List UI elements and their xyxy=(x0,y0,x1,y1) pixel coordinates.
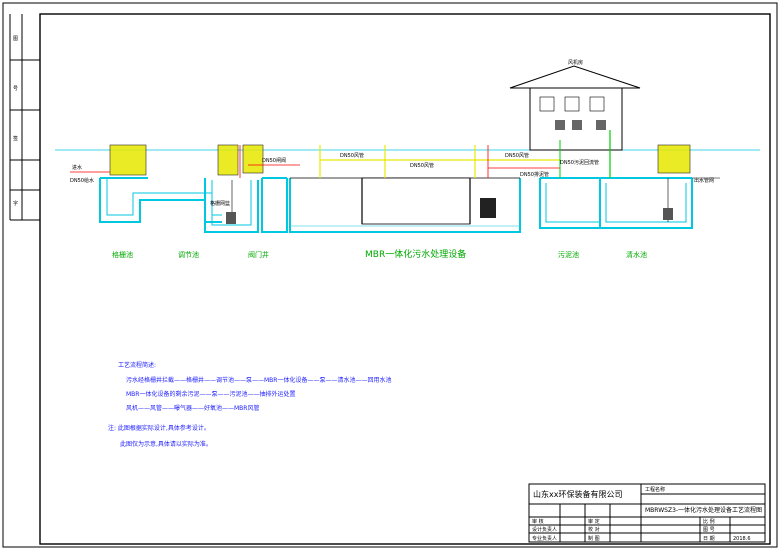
tb-r2-c: 校 对 xyxy=(588,526,600,533)
tb-r3-c: 制 图 xyxy=(588,535,600,542)
equalization-tank xyxy=(204,144,259,233)
grid-tank-label: 格栅池 xyxy=(112,250,133,259)
strip-label-1: 图 xyxy=(13,36,18,42)
tb-r2-a: 设计负责人 xyxy=(532,526,557,533)
inlet-label: 进水 xyxy=(72,164,82,171)
mbr-unit-label: MBR一体化污水处理设备 xyxy=(365,248,466,260)
return-pipe-label: DN50污泥回流管 xyxy=(560,159,599,166)
clear-water-tank-label: 清水池 xyxy=(626,250,647,259)
tb-r3-e: 日 期 xyxy=(703,536,715,542)
remarks-line-2: 此图仅为示意,具体请以实际为准。 xyxy=(120,440,212,448)
binding-strip: 图 号 签 字 xyxy=(9,14,40,221)
strip-label-2: 号 xyxy=(13,86,18,92)
clear-water-tank xyxy=(599,144,693,229)
sludge-tank-label: 污泥池 xyxy=(558,250,579,259)
process-notes-title: 工艺流程简述: xyxy=(118,361,156,369)
air-pipe-label-1: DN50风管 xyxy=(340,152,364,159)
tb-r1-e: 比 例 xyxy=(703,518,715,525)
machine-room: 风机房 xyxy=(509,59,641,151)
process-notes-line-1: 污水经格栅井拦截——格栅井——调节池——泵——MBR一体化设备——泵——清水池—… xyxy=(126,376,391,384)
strip-label-4: 字 xyxy=(13,200,18,207)
air-pipe-label-2: DN50风管 xyxy=(410,162,434,169)
mbr-unit xyxy=(289,177,521,233)
sludge-pipe-label: DN50排泥管 xyxy=(520,171,549,178)
process-notes-line-3: 风机——风管——曝气器——好氧池——MBR风管 xyxy=(126,404,259,412)
valve-well-label: 阀门井 xyxy=(248,250,269,259)
process-notes-line-2: MBR一体化设备的剩余污泥——泵——污泥池——抽排外运处置 xyxy=(126,390,295,398)
grid-tank xyxy=(99,144,222,223)
outlet-label: 出水管网 xyxy=(694,177,714,184)
tb-r3-f: 2018.6 xyxy=(733,536,751,542)
inner-border xyxy=(39,13,771,545)
air-pipe-label-3: DN50风管 xyxy=(505,152,529,159)
equalization-tank-label: 调节池 xyxy=(178,250,199,259)
title-block xyxy=(528,483,766,543)
drawing-title: MBRWSZ3-一体化污水处理设备工艺流程图 xyxy=(645,506,762,514)
grid-basket-label: 格栅网篮 xyxy=(210,200,230,207)
company-name: 山东xx环保装备有限公司 xyxy=(533,489,622,499)
strip-label-3: 签 xyxy=(13,135,18,142)
remarks-title: 注: 此图根据实际设计,具体参考设计。 xyxy=(108,424,210,432)
valve-pipe-label: DN50闸阀 xyxy=(262,157,286,164)
pipe-network xyxy=(70,130,720,179)
tb-r1-a: 审 核 xyxy=(532,518,544,525)
tb-r3-a: 专业负责人 xyxy=(532,535,557,542)
sludge-tank xyxy=(539,177,600,229)
tb-r1-c: 审 定 xyxy=(588,518,600,525)
inlet-pipe-label: DN50给水 xyxy=(70,177,94,184)
machine-room-label: 风机房 xyxy=(568,59,583,66)
tb-r2-e: 图 号 xyxy=(703,527,715,533)
project-name-label: 工程名称 xyxy=(645,486,665,493)
valve-well xyxy=(242,144,288,233)
